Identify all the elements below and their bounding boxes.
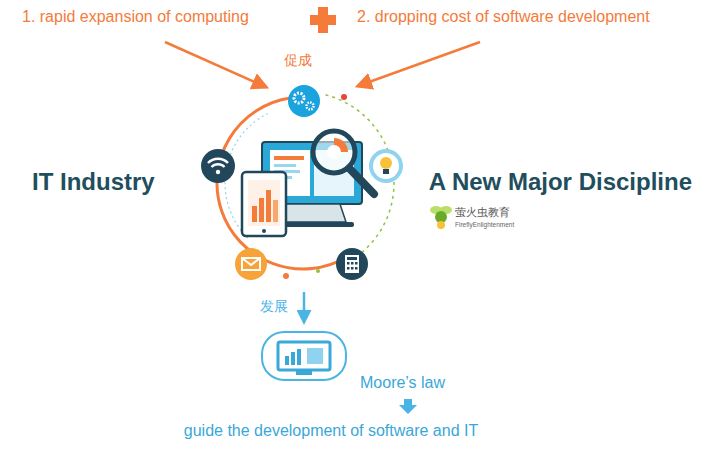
bulb-icon [369, 149, 403, 183]
law-label: Moore’s law [360, 374, 445, 392]
develop-arrow [303, 292, 306, 322]
dot [283, 273, 289, 279]
conclusion-label: guide the development of software and IT [184, 422, 478, 440]
logo-text: FireflyEnlightenment [455, 221, 514, 228]
screen-icon [262, 332, 346, 380]
cause-label: 2. dropping cost of software development [357, 8, 650, 26]
calculator-icon [336, 248, 368, 280]
wifi-icon [201, 149, 235, 183]
orbit-ring [217, 95, 394, 269]
logo-icon [430, 206, 452, 229]
gear-icon [288, 85, 320, 117]
dot [316, 269, 320, 273]
logo-text: 萤火虫教育 [455, 206, 510, 219]
dot [341, 94, 347, 100]
input-arrow [358, 42, 480, 86]
block-arrow [399, 399, 417, 414]
relation-label: 发展 [260, 298, 288, 314]
heading-label: IT Industry [32, 168, 155, 196]
envelope-icon [235, 248, 267, 280]
input-arrow [165, 42, 266, 87]
plus-sign [310, 7, 336, 33]
monitor-illustration [242, 131, 374, 236]
relation-label: 促成 [284, 52, 312, 68]
heading-label: A New Major Discipline [429, 168, 692, 196]
cause-label: 1. rapid expansion of computing [22, 8, 249, 26]
